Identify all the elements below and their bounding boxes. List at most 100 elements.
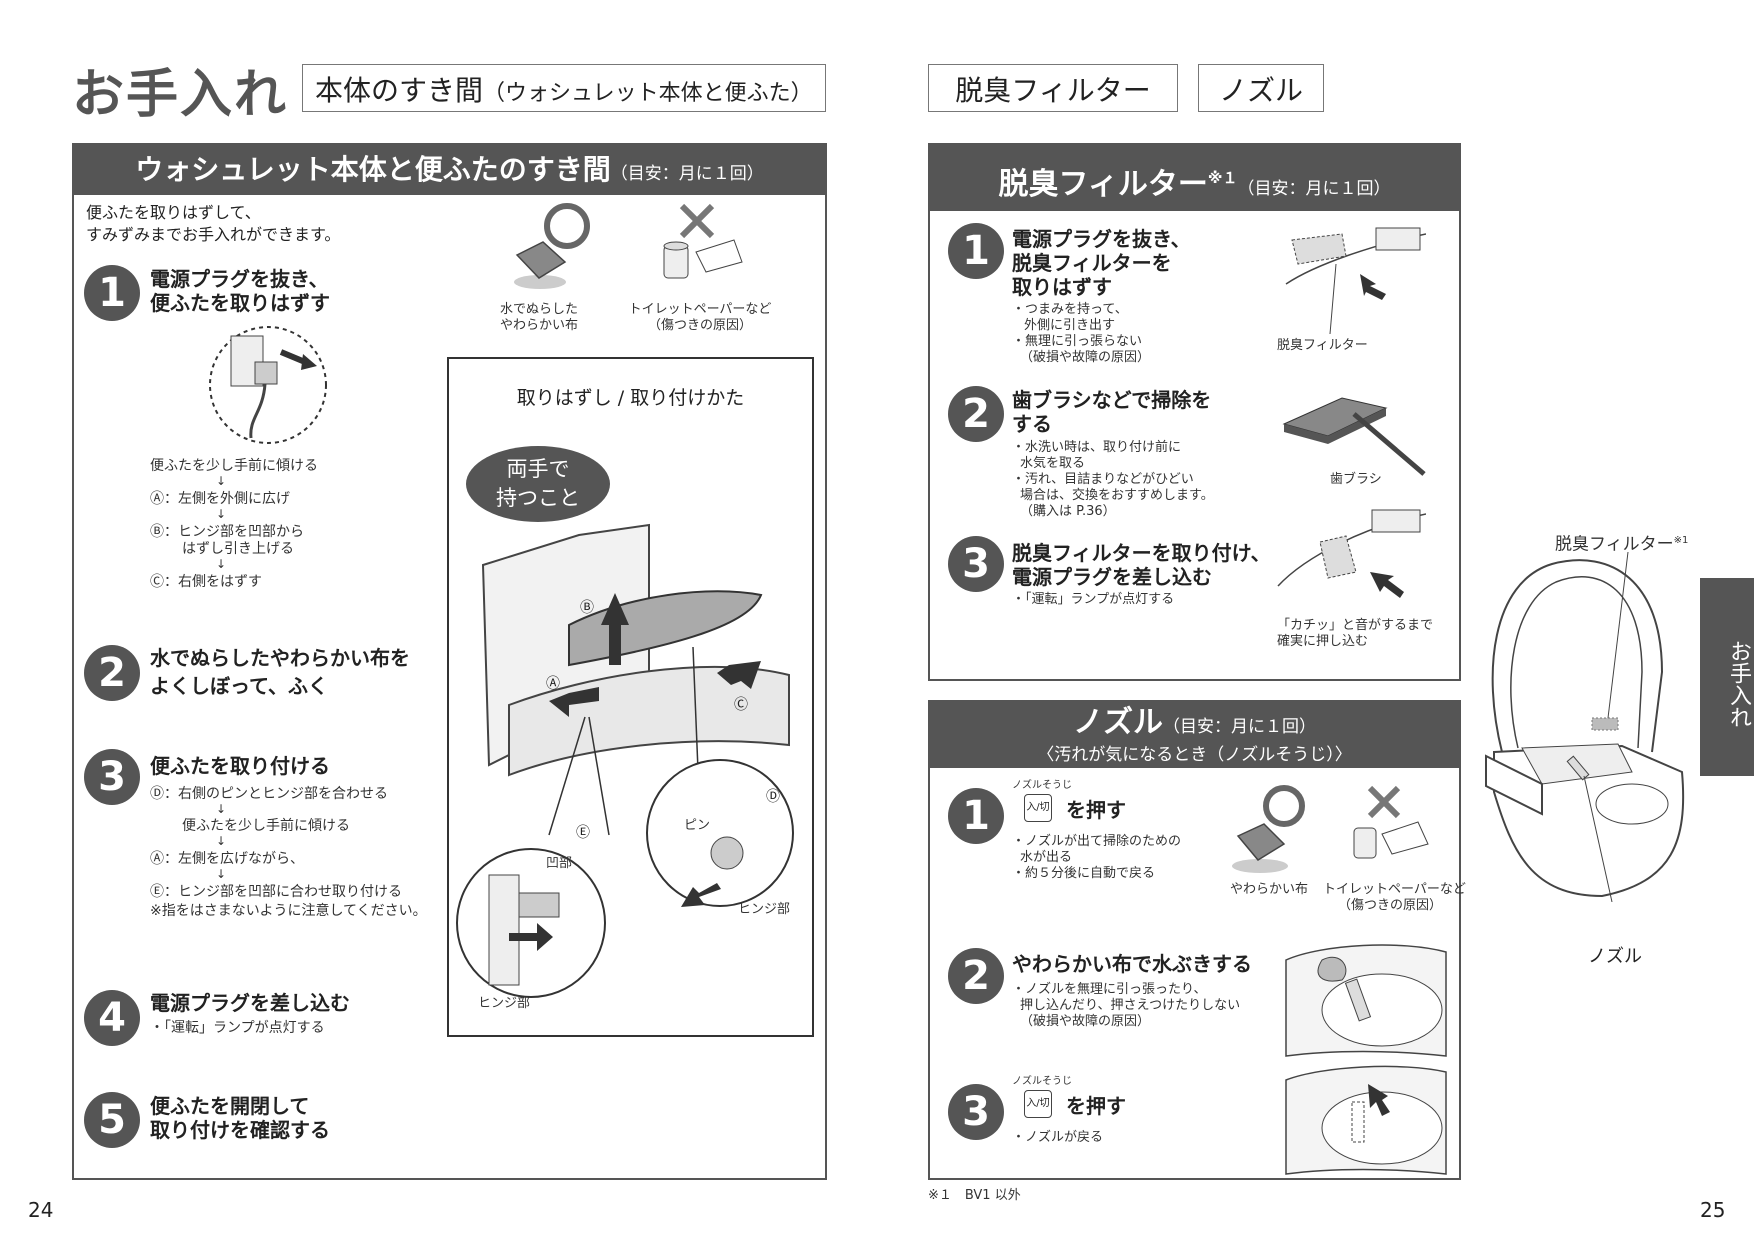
nozzle-clean-button-icon: 入/切 — [1024, 794, 1052, 822]
sub-line: Ⓐ：左側を広げながら、 — [150, 851, 304, 867]
leader-line — [548, 716, 586, 836]
two-hands-bubble: 両手で 持つこと — [466, 446, 610, 522]
paper-ng-illustration — [1353, 785, 1429, 859]
side-label-nozzle: ノズル — [1588, 946, 1642, 967]
step-title: 水でぬらしたやわらかい布を よくしぼって、ふく — [150, 646, 410, 698]
step-title-line: 水でぬらしたやわらかい布を — [150, 646, 410, 670]
filter-title-mark: ※１ — [1207, 169, 1238, 187]
sub-line: Ⓓ：右側のピンとヒンジ部を合わせる — [150, 786, 388, 802]
pull-arrow-head — [301, 354, 317, 370]
section-tag: 本体のすき間（ウォシュレット本体と便ふた） — [302, 64, 826, 112]
step-title: 電源プラグを抜き、 便ふたを取りはずす — [150, 267, 330, 315]
sub-line: Ⓔ：ヒンジ部を凹部に合わせ取り付ける — [150, 884, 402, 900]
push-arrow-icon — [509, 923, 553, 951]
nozzle-step1-sub: ・ノズルが出て掃除のための 水が出る ・約５分後に自動で戻る — [1012, 834, 1181, 882]
leader-line — [1329, 263, 1337, 334]
toilet-paper-top — [663, 241, 689, 251]
sub-line: はずし引き上げる — [182, 541, 294, 557]
sub-line: Ⓐ：左側を外側に広げ — [150, 491, 290, 507]
good-label: 水でぬらした やわらかい布 — [494, 302, 584, 334]
label-d: Ⓓ — [766, 789, 780, 805]
step-title-line: する — [1012, 412, 1052, 436]
sub-line: ・つまみを持って、 — [1012, 302, 1128, 317]
step-title: 便ふたを取り付ける — [150, 754, 330, 778]
label-c: Ⓒ — [734, 697, 748, 713]
shadow-shape — [1232, 859, 1288, 873]
step-title-line: 取りはずす — [1012, 275, 1112, 299]
nozzle-panel-header: ノズル（目安：月に１回） 〈汚れが気になるとき（ノズルそうじ）〉 — [930, 702, 1459, 768]
pull-out-arrow-icon — [1360, 274, 1386, 300]
page-title: お手入れ — [72, 65, 289, 125]
nozzle-retracted-icon — [1351, 1101, 1365, 1143]
bubble-line: 両手で — [506, 457, 570, 481]
panel-icon — [1371, 509, 1421, 533]
step-number: 1 — [948, 223, 1004, 279]
nozzle-step2-sub: ・ノズルを無理に引っ張ったり、 押し込んだり、押さえつけたりしない （破損や故障… — [1012, 982, 1240, 1030]
sub-line: ・無理に引っ張らない — [1012, 334, 1143, 349]
step-title-line: 便ふたを取りはずす — [150, 291, 330, 315]
paper-ng-illustration — [663, 203, 743, 279]
sub-line: ・水洗い時は、取り付け前に — [1012, 440, 1182, 455]
nozzle-bad-label: トイレットペーパーなど （傷つきの原因） — [1323, 882, 1466, 914]
sub-line: 便ふたを少し手前に傾ける — [182, 818, 350, 834]
step-number: 1 — [84, 265, 140, 321]
left-panel-header: ウォシュレット本体と便ふたのすき間（目安：月に１回） — [74, 145, 825, 195]
label-filter: 脱臭フィルター — [1277, 338, 1368, 353]
step-number: 2 — [84, 645, 140, 701]
step-number: 2 — [948, 948, 1004, 1004]
label-a: Ⓐ — [546, 676, 560, 692]
left-panel-title: ウォシュレット本体と便ふたのすき間 — [135, 153, 611, 186]
side-label-filter-text: 脱臭フィルター — [1555, 534, 1674, 555]
removal-box-title: 取りはずし / 取り付けかた — [516, 387, 745, 409]
step-title: 歯ブラシなどで掃除を する — [1012, 388, 1211, 436]
page-number-left: 24 — [28, 1198, 54, 1222]
tissue-box-icon — [695, 239, 743, 273]
good-label-line: 水でぬらした — [499, 302, 578, 317]
step-title: を押す — [1066, 798, 1126, 822]
leader-line-filter — [1607, 552, 1629, 719]
ok-circle-icon — [1263, 785, 1305, 827]
leader-line — [588, 716, 610, 836]
step-title-line: 脱臭フィルターを — [1012, 251, 1172, 275]
pin-detail — [710, 836, 744, 870]
step-title: を押す — [1066, 1094, 1126, 1118]
tag-filter: 脱臭フィルター — [928, 64, 1178, 112]
step-title-line: よくしぼって、ふく — [150, 674, 328, 698]
step-title-line: 取り付けを確認する — [150, 1118, 330, 1142]
label-click: 「カチッ」と音がするまで 確実に押し込む — [1277, 618, 1433, 650]
down-arrow-icon: ↓ — [216, 802, 227, 816]
side-label-filter: 脱臭フィルター※1 — [1555, 530, 1688, 556]
label-click-line: 確実に押し込む — [1277, 634, 1369, 649]
toothbrush-icon — [1352, 412, 1426, 476]
filter-icon — [1291, 233, 1347, 265]
section-tag-sub: （ウォシュレット本体と便ふた） — [483, 81, 813, 106]
side-label-filter-mark: ※1 — [1673, 535, 1689, 546]
tag-nozzle: ノズル — [1198, 64, 1324, 112]
step-title-line: 便ふたを開閉して — [150, 1094, 310, 1118]
step-title-line: 電源プラグを抜き、 — [1012, 227, 1191, 251]
sub-line: （破損や故障の原因） — [1020, 1014, 1151, 1029]
retract-arrow-icon — [1368, 1084, 1390, 1116]
step-title-line: 脱臭フィルターを取り付け、 — [1012, 541, 1271, 565]
down-arrow-icon: ↓ — [216, 867, 227, 881]
label-hinge-left: ヒンジ部 — [478, 996, 531, 1011]
nozzle-retract-illustration — [1285, 1065, 1447, 1175]
bad-label-line: トイレットペーパーなど — [628, 302, 772, 317]
label-click-line: 「カチッ」と音がするまで — [1277, 618, 1434, 633]
hand-icon — [1317, 957, 1347, 982]
sub-line: 外側に引き出す — [1024, 318, 1116, 333]
cord-line — [249, 383, 267, 439]
step-title-line: 歯ブラシなどで掃除を — [1012, 388, 1212, 412]
page-number-right: 25 — [1700, 1198, 1726, 1222]
nozzle-clean-button-icon: 入/切 — [1024, 1090, 1052, 1118]
lift-arrow-icon — [601, 593, 629, 665]
unplug-illustration — [209, 326, 327, 444]
hinge-arrow-icon — [681, 883, 721, 907]
nozzle-step3-sub: ・ノズルが戻る — [1012, 1130, 1104, 1145]
filter-insert-illustration — [1277, 509, 1426, 598]
sub-line: ・約５分後に自動で戻る — [1012, 866, 1156, 881]
bad-label: トイレットペーパーなど （傷つきの原因） — [620, 302, 780, 334]
section-side-tab: お手入れ — [1700, 578, 1754, 776]
power-button-icon: 入/切 — [1024, 1090, 1052, 1118]
toilet-illustration — [1485, 552, 1685, 902]
